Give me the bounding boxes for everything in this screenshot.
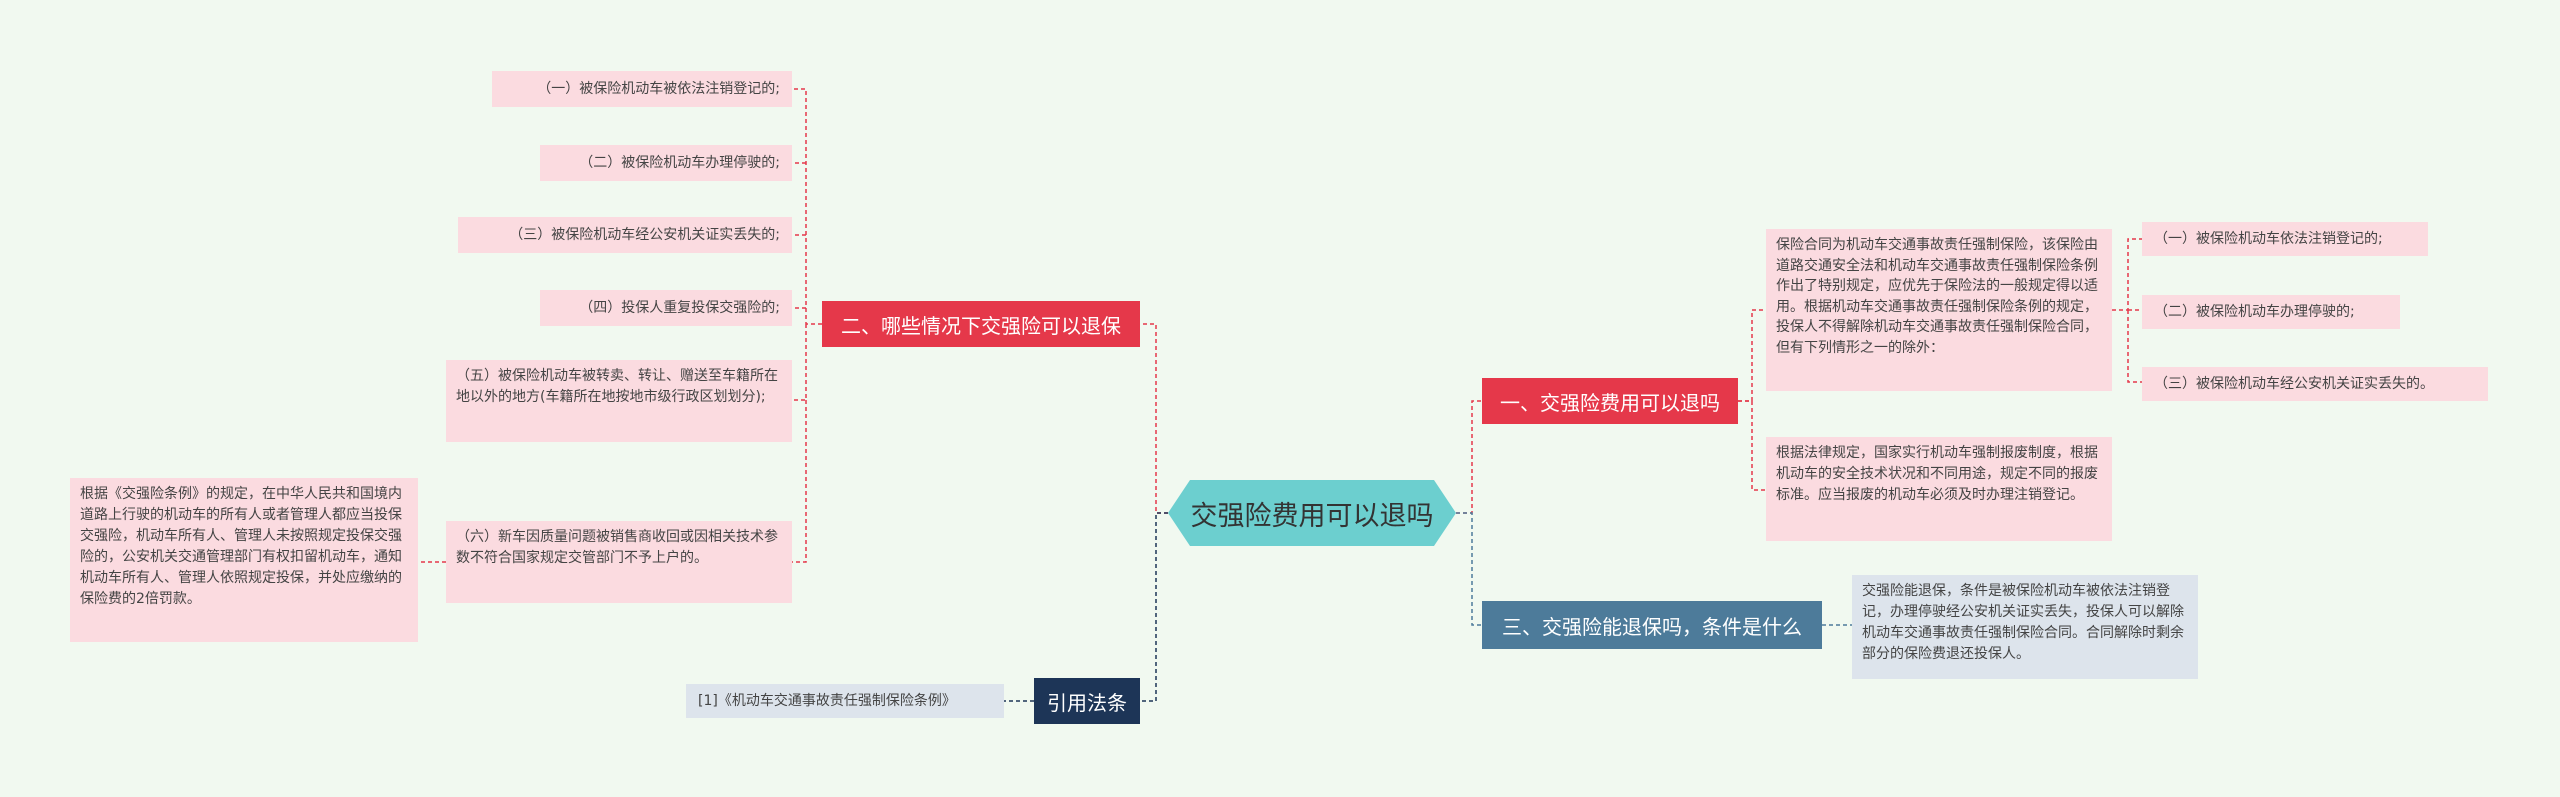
central-topic[interactable]: 交强险费用可以退吗 [1168, 480, 1456, 546]
link-center-branch2 [1140, 323, 1168, 514]
link-center-branch4 [1140, 512, 1168, 702]
branch-4-label: 引用法条 [1047, 690, 1127, 715]
branch-1-paragraph-2-text: 根据法律规定，国家实行机动车强制报废制度，根据机动车的安全技术状况和不同用途，规… [1776, 445, 2098, 503]
branch-2-item-2-text: （二）被保险机动车办理停驶的; [579, 154, 780, 171]
link-center-branch1 [1456, 400, 1482, 514]
branch-1-item-1: （一）被保险机动车依法注销登记的; [2142, 222, 2428, 256]
branch-2-label: 二、哪些情况下交强险可以退保 [841, 313, 1121, 338]
branch-1-item-3: （三）被保险机动车经公安机关证实丢失的。 [2142, 367, 2488, 401]
branch-2-item-3: （三）被保险机动车经公安机关证实丢失的; [458, 217, 792, 253]
branch-1-paragraph-1-text: 保险合同为机动车交通事故责任强制保险，该保险由道路交通安全法和机动车交通事故责任… [1776, 237, 2098, 356]
branch-2-item-1: （一）被保险机动车被依法注销登记的; [492, 71, 792, 107]
branch-4-reference-text: [1]《机动车交通事故责任强制保险条例》 [698, 692, 956, 709]
branch-2-item-4-text: （四）投保人重复投保交强险的; [579, 299, 780, 316]
branch-1-label: 一、交强险费用可以退吗 [1500, 390, 1720, 415]
branch-1-item-3-text: （三）被保险机动车经公安机关证实丢失的。 [2154, 375, 2434, 392]
branch-3-topic[interactable]: 三、交强险能退保吗，条件是什么 [1482, 601, 1822, 649]
branch-2-item-3-text: （三）被保险机动车经公安机关证实丢失的; [509, 226, 780, 243]
link-branch1-p1 [1738, 309, 1766, 402]
branch-3-paragraph-text: 交强险能退保，条件是被保险机动车被依法注销登记，办理停驶经公安机关证实丢失，投保… [1862, 583, 2184, 662]
branch-2-topic[interactable]: 二、哪些情况下交强险可以退保 [822, 301, 1140, 347]
central-topic-label: 交强险费用可以退吗 [1190, 500, 1434, 532]
branch-2-item-6-text: （六）新车因质量问题被销售商收回或因相关技术参数不符合国家规定交管部门不予上户的… [456, 529, 778, 566]
branch-2-item-4: （四）投保人重复投保交强险的; [540, 290, 792, 326]
branch-2-item-1-text: （一）被保险机动车被依法注销登记的; [537, 80, 780, 97]
branch-1-paragraph-1: 保险合同为机动车交通事故责任强制保险，该保险由道路交通安全法和机动车交通事故责任… [1766, 229, 2112, 391]
branch-3-label: 三、交强险能退保吗，条件是什么 [1502, 614, 1802, 639]
link-branch1-p2 [1738, 400, 1766, 491]
branch-4-topic[interactable]: 引用法条 [1034, 678, 1140, 724]
branch-1-topic[interactable]: 一、交强险费用可以退吗 [1482, 378, 1738, 424]
link-center-branch3 [1456, 512, 1482, 626]
branch-2-note: 根据《交强险条例》的规定，在中华人民共和国境内道路上行驶的机动车的所有人或者管理… [70, 478, 418, 642]
branch-1-paragraph-2: 根据法律规定，国家实行机动车强制报废制度，根据机动车的安全技术状况和不同用途，规… [1766, 437, 2112, 541]
branch-2-item-2: （二）被保险机动车办理停驶的; [540, 145, 792, 181]
branch-2-item-6: （六）新车因质量问题被销售商收回或因相关技术参数不符合国家规定交管部门不予上户的… [446, 521, 792, 603]
branch-1-item-2: （二）被保险机动车办理停驶的; [2142, 295, 2400, 329]
branch-1-item-1-text: （一）被保险机动车依法注销登记的; [2154, 230, 2383, 247]
link-p1-items [2112, 238, 2142, 383]
branch-2-note-text: 根据《交强险条例》的规定，在中华人民共和国境内道路上行驶的机动车的所有人或者管理… [80, 486, 402, 607]
branch-2-item-5-text: （五）被保险机动车被转卖、转让、赠送至车籍所在地以外的地方(车籍所在地按地市级行… [456, 368, 778, 405]
branch-2-item-5: （五）被保险机动车被转卖、转让、赠送至车籍所在地以外的地方(车籍所在地按地市级行… [446, 360, 792, 442]
link-branch2-items [792, 88, 822, 563]
branch-3-paragraph: 交强险能退保，条件是被保险机动车被依法注销登记，办理停驶经公安机关证实丢失，投保… [1852, 575, 2198, 679]
branch-1-item-2-text: （二）被保险机动车办理停驶的; [2154, 303, 2355, 320]
branch-4-reference: [1]《机动车交通事故责任强制保险条例》 [686, 684, 1004, 718]
